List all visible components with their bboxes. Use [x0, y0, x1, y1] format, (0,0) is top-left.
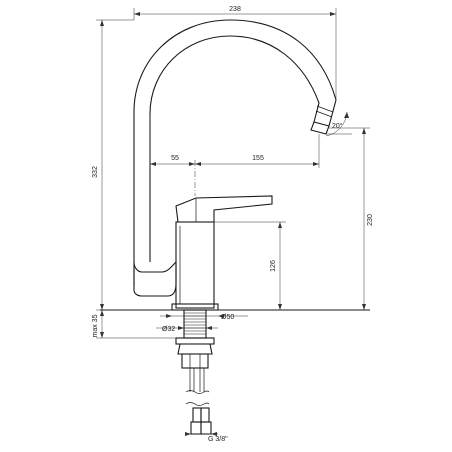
base-escutcheon: [171, 303, 219, 311]
spout-tip: [310, 121, 330, 135]
hose-nut-right: [200, 421, 212, 435]
dim-lever-offset: 55: [171, 155, 179, 162]
dimension-238: 238: [133, 6, 337, 100]
dim-shank-diameter: Ø32: [162, 326, 175, 333]
dimension-thread: G 3/8": [185, 432, 228, 443]
mounting-washer: [175, 337, 215, 345]
break-line-top: [185, 390, 210, 394]
dimension-126: 126: [214, 221, 286, 310]
dimension-angle: 20°: [325, 111, 352, 137]
dim-spout-reach: 155: [252, 155, 264, 162]
dim-outlet-angle: 20°: [332, 122, 343, 130]
spout-elbow: [133, 261, 177, 273]
dim-spout-height: 230: [367, 214, 374, 226]
dim-body-height: 126: [270, 260, 277, 272]
dimension-d32: Ø32: [156, 326, 218, 333]
dimension-max35: max 35: [92, 310, 176, 339]
break-line-bottom: [185, 402, 210, 406]
hose-fitting-left: [192, 407, 202, 423]
dimension-55-155: 55 155: [149, 114, 320, 168]
dim-base-diameter: Ø50: [221, 314, 234, 321]
dim-total-height: 332: [92, 166, 99, 178]
aerator-band-1: [316, 105, 334, 113]
mixer-body: [175, 221, 215, 309]
mounting-nut: [177, 343, 213, 355]
lever-handle: [175, 195, 273, 223]
faucet-outline: [100, 19, 370, 435]
dim-total-width: 238: [229, 6, 241, 13]
hose-nut-left: [190, 421, 202, 435]
hose-fitting-right: [200, 407, 210, 423]
dimension-d50: Ø50: [160, 314, 248, 321]
dim-connection-thread: G 3/8": [208, 436, 228, 443]
aerator-band-2: [315, 110, 333, 118]
dim-countertop: max 35: [92, 314, 99, 337]
spout-swivel: [133, 262, 177, 297]
spout-outer-contour: [133, 19, 337, 286]
dimension-332: 332: [92, 19, 134, 311]
mounting-nut-lower: [181, 353, 209, 369]
dimension-230: 230: [329, 127, 374, 310]
spout-inner-contour: [149, 35, 320, 262]
